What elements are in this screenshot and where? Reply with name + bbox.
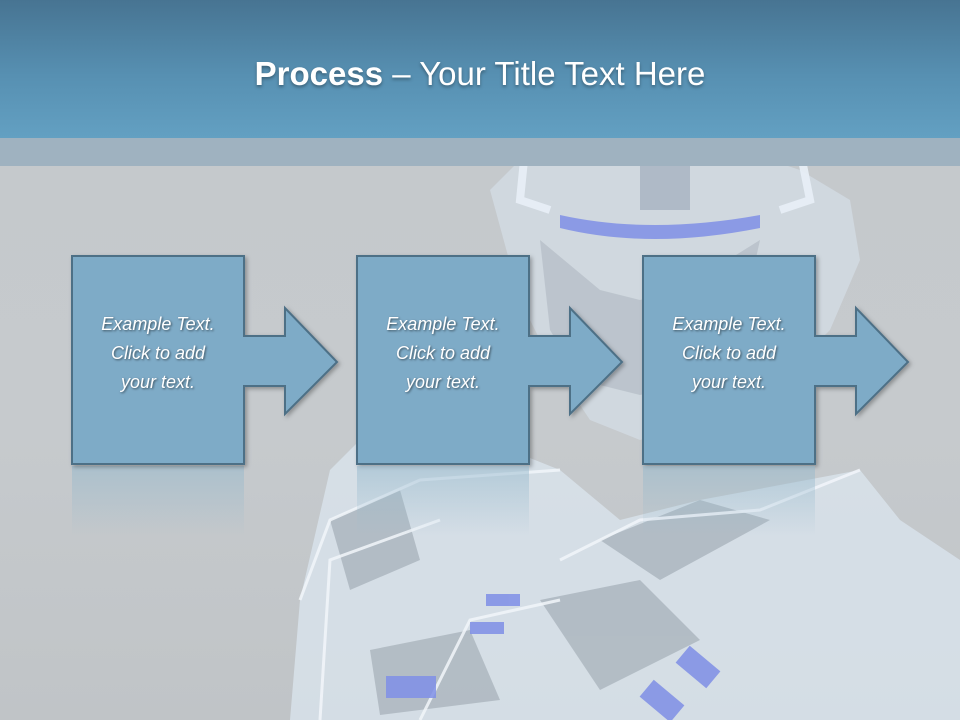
step-1-text[interactable]: Example Text. Click to add your text.	[101, 314, 215, 392]
slide-title-bold: Process	[254, 55, 384, 92]
step-2-reflection	[357, 466, 529, 536]
step-2-text[interactable]: Example Text. Click to add your text.	[386, 314, 500, 392]
slide-title[interactable]: Process – Your Title Text Here	[0, 52, 960, 96]
slide-title-rest: – Your Title Text Here	[383, 55, 706, 92]
step-3-reflection	[643, 466, 815, 536]
step-1-box	[71, 255, 339, 465]
step-3-text[interactable]: Example Text. Click to add your text.	[672, 314, 786, 392]
title-bar	[0, 0, 960, 138]
step-2-box	[356, 255, 624, 465]
step-3-box	[642, 255, 910, 465]
step-1-reflection	[72, 466, 244, 536]
title-bar-strip	[0, 138, 960, 166]
